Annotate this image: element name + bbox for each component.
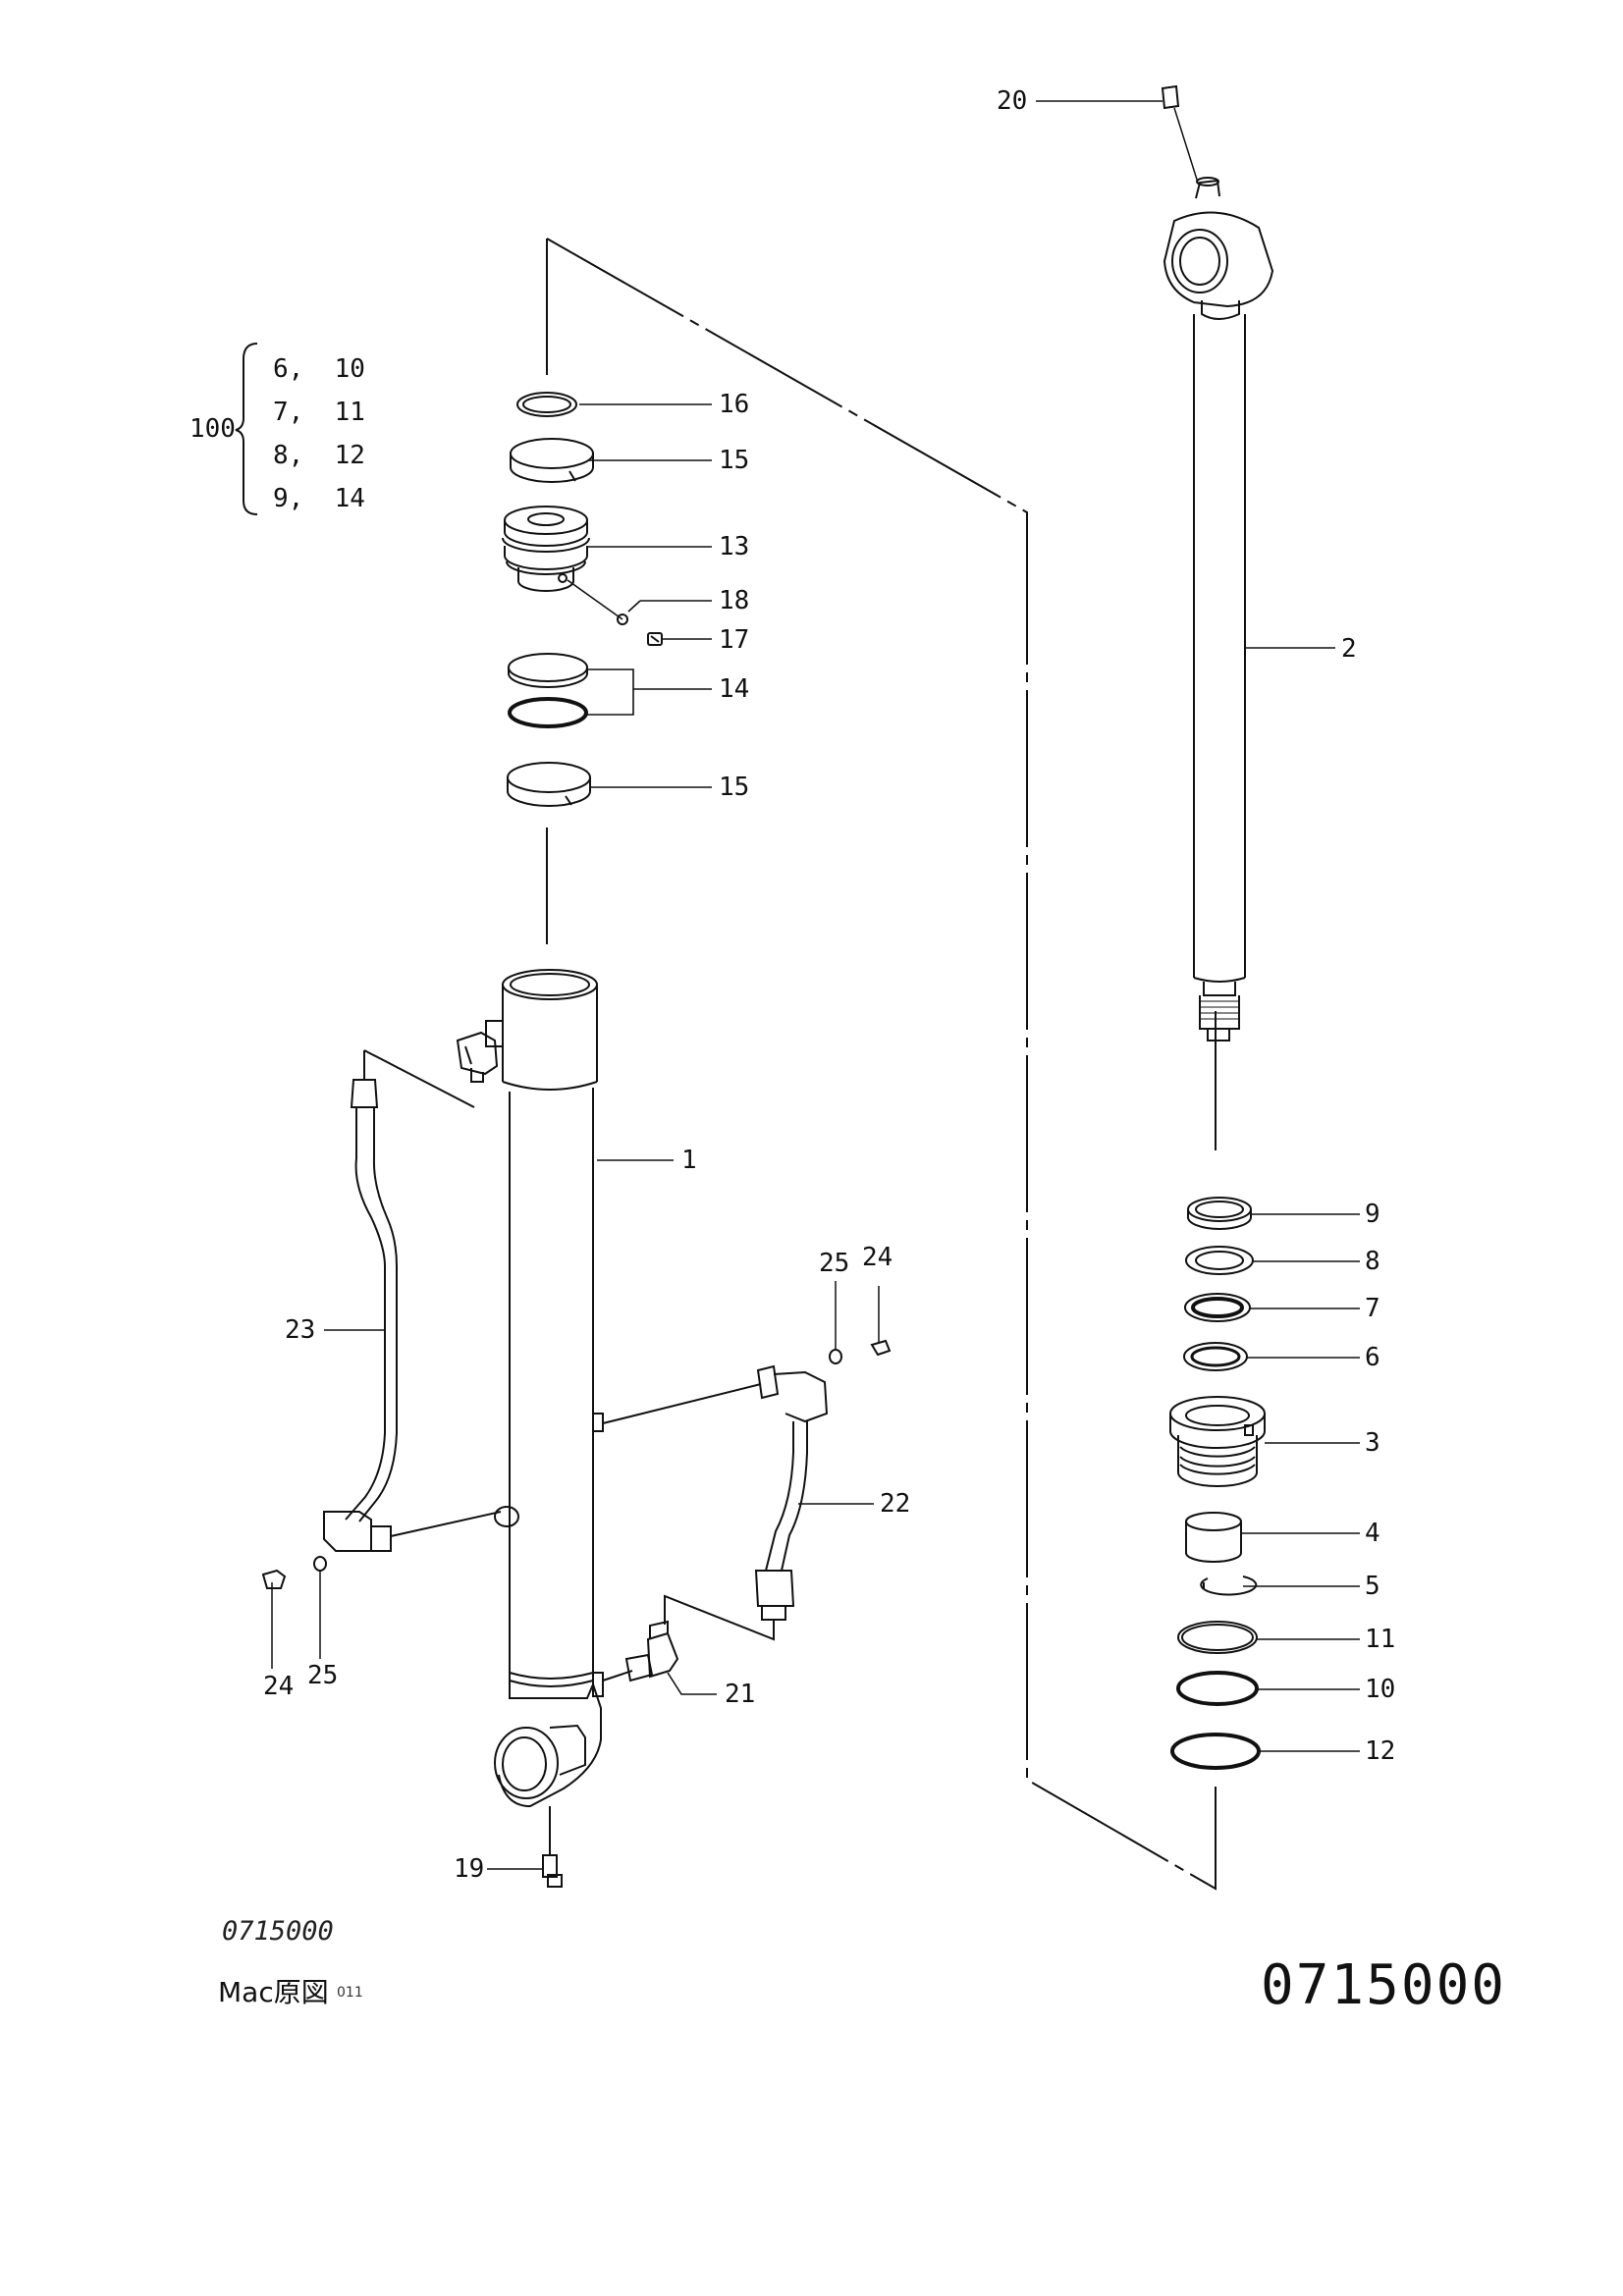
kit-sep: , <box>288 484 304 513</box>
grease-fitting-19 <box>542 1806 563 1888</box>
seal-9 <box>1187 1197 1252 1230</box>
assembly-frame-lines <box>546 238 1217 1891</box>
callout-14: 14 <box>719 674 750 704</box>
piston-13 <box>502 506 590 592</box>
callout-24-right: 24 <box>862 1243 893 1272</box>
grease-fitting-20 <box>1161 84 1199 184</box>
drawing-number: 0715000 <box>1261 1953 1507 2017</box>
callout-6: 6 <box>1365 1343 1380 1372</box>
callout-10: 10 <box>1365 1675 1396 1704</box>
callout-16: 16 <box>719 390 750 419</box>
callout-23: 23 <box>285 1315 316 1345</box>
kit-part: 12 <box>334 441 365 470</box>
kit-group-4: 9, 14 <box>273 477 365 520</box>
elbow-fitting-21 <box>602 1620 679 1682</box>
callout-18: 18 <box>719 586 750 615</box>
leader-lines <box>324 100 1360 1870</box>
callout-25-right: 25 <box>819 1249 850 1278</box>
kit-part: 10 <box>334 354 365 384</box>
kit-group-1: 6, 10 <box>273 347 365 391</box>
kit-group-3: 8, 12 <box>273 434 365 477</box>
callout-15-upper: 15 <box>719 446 750 475</box>
seal-7 <box>1184 1293 1251 1322</box>
o-ring-11 <box>1177 1621 1258 1654</box>
bolt-24-right <box>870 1286 892 1357</box>
callout-25-left: 25 <box>307 1661 339 1690</box>
piston-rod-2 <box>1163 177 1274 1041</box>
seal-8 <box>1185 1246 1254 1275</box>
seal-ring-16 <box>516 392 577 417</box>
seal-set-14 <box>508 653 588 728</box>
callout-24-left: 24 <box>263 1672 295 1701</box>
bolt-24-left <box>261 1569 287 1669</box>
callout-20: 20 <box>997 86 1028 116</box>
cylinder-tube-1 <box>485 969 604 1808</box>
kit-sep: , <box>288 398 304 427</box>
kit-number: 100 <box>189 414 236 444</box>
kit-part: 6 <box>273 354 289 384</box>
kit-part: 7 <box>273 398 289 427</box>
kit-sep: , <box>288 354 304 384</box>
elbow-fitting-top <box>456 1031 499 1083</box>
callout-22: 22 <box>880 1489 911 1519</box>
wear-ring-15-lower <box>507 762 591 807</box>
washer-25-right <box>829 1281 842 1364</box>
callout-13: 13 <box>719 532 750 561</box>
callout-2: 2 <box>1341 634 1357 664</box>
kit-part: 11 <box>334 398 365 427</box>
callout-8: 8 <box>1365 1247 1380 1276</box>
drawing-number-small: 0715000 <box>222 1916 334 1947</box>
callout-17: 17 <box>719 625 750 655</box>
callout-5: 5 <box>1365 1572 1380 1601</box>
set-screw-17 <box>647 632 663 646</box>
callout-11: 11 <box>1365 1625 1396 1654</box>
kit-part: 14 <box>334 484 365 513</box>
callout-1: 1 <box>681 1146 697 1175</box>
o-ring-12 <box>1170 1733 1261 1770</box>
steel-ball-18 <box>617 614 628 625</box>
source-code: 011 <box>337 1985 363 2001</box>
callout-9: 9 <box>1365 1200 1380 1229</box>
rod-cover-3 <box>1169 1396 1266 1487</box>
callout-4: 4 <box>1365 1519 1380 1548</box>
kit-sep: , <box>288 441 304 470</box>
seal-6 <box>1183 1342 1248 1371</box>
source-label: Mac原図 <box>218 1976 329 2008</box>
kit-part: 9 <box>273 484 289 513</box>
kit-part: 8 <box>273 441 289 470</box>
callout-12: 12 <box>1365 1736 1396 1766</box>
pipe-22 <box>602 1364 829 1641</box>
callout-3: 3 <box>1365 1428 1380 1458</box>
bushing-4 <box>1185 1512 1242 1563</box>
snap-ring-5 <box>1200 1575 1258 1596</box>
callout-7: 7 <box>1365 1294 1380 1323</box>
callout-15-lower: 15 <box>719 773 750 802</box>
washer-25-left <box>313 1556 327 1659</box>
kit-brace <box>235 343 258 515</box>
callout-19: 19 <box>454 1854 485 1884</box>
kit-group-2: 7, 11 <box>273 391 365 434</box>
callout-21: 21 <box>725 1680 756 1709</box>
pipe-23 <box>323 1049 502 1552</box>
o-ring-10 <box>1176 1671 1259 1706</box>
wear-ring-15-upper <box>510 438 594 483</box>
